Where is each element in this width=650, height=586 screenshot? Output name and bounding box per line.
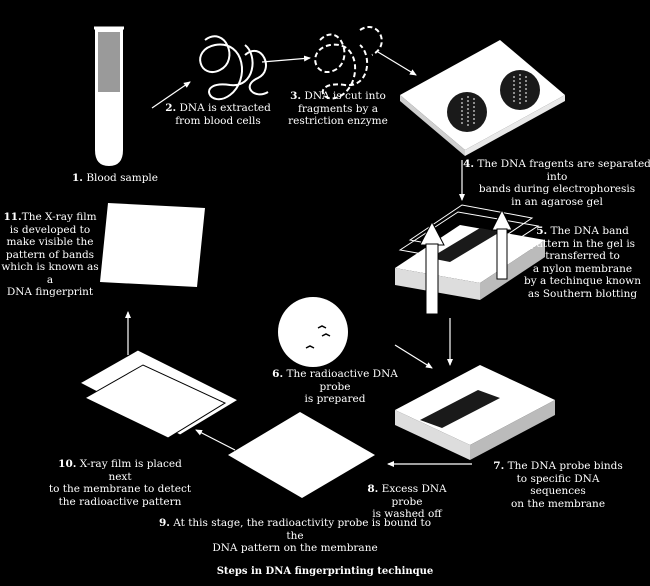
probe-tray bbox=[395, 365, 555, 460]
step-2-label: 2. DNA is extracted from blood cells bbox=[165, 102, 271, 127]
step-6-label: 6. The radioactive DNA probe is prepared bbox=[272, 368, 398, 405]
diagram-caption: Steps in DNA fingerprinting techinque bbox=[216, 566, 434, 577]
xray-film-stack bbox=[78, 349, 240, 439]
step-5-label: 5. The DNA band pattern in the gel is tr… bbox=[523, 225, 642, 300]
developed-xray-film bbox=[100, 203, 205, 287]
step-8-label: 8. Excess DNA probe is washed off bbox=[367, 483, 447, 520]
arrow-8-10 bbox=[195, 429, 236, 451]
step-3-label: 3. DNA is cut into fragments by a restri… bbox=[288, 90, 388, 127]
dna-strands bbox=[199, 35, 269, 101]
step-11-label: 11.The X-ray film is developed to make v… bbox=[1, 211, 99, 298]
gel-tray bbox=[400, 40, 565, 156]
step-9-label: 9. At this stage, the radioactivity prob… bbox=[158, 517, 432, 554]
arrow-2-3 bbox=[261, 55, 311, 63]
step-10-label: 10. X-ray film is placed next to the mem… bbox=[48, 458, 192, 508]
probe-dish bbox=[278, 297, 348, 367]
step-7-label: 7. The DNA probe binds to specific DNA s… bbox=[493, 460, 623, 510]
test-tube bbox=[94, 26, 124, 167]
arrow-6-7 bbox=[394, 344, 433, 369]
washed-membrane bbox=[228, 412, 375, 498]
blot-gel-band bbox=[430, 228, 500, 262]
step-1-label: 1. Blood sample bbox=[72, 172, 158, 184]
membrane-in-tray bbox=[420, 390, 500, 428]
southern-blot-stack bbox=[395, 204, 545, 315]
arrow-1-2 bbox=[151, 81, 191, 109]
arrow-3-4 bbox=[377, 51, 417, 76]
gel-dish-left bbox=[447, 92, 487, 132]
dna-fragments bbox=[314, 26, 383, 100]
step-4-label: 4. The DNA fragents are separated into b… bbox=[463, 158, 650, 208]
process-arrows bbox=[125, 51, 472, 467]
blood-sample bbox=[98, 32, 120, 92]
